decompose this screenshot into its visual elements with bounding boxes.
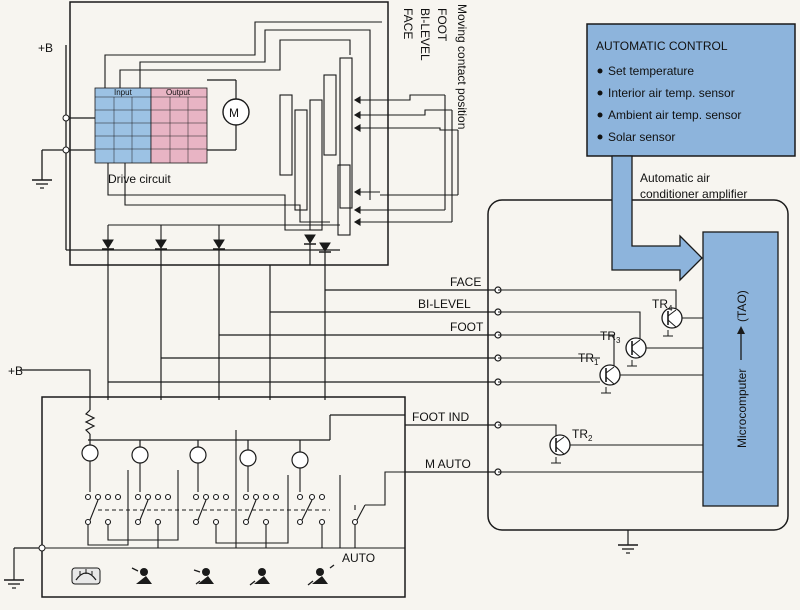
contact-label-foot: FOOT bbox=[435, 8, 449, 42]
contact-plate-6 bbox=[337, 164, 351, 236]
tao-arrow-icon bbox=[737, 326, 745, 360]
control-flow-arrow-icon bbox=[611, 155, 703, 282]
contact-plate-1 bbox=[339, 57, 353, 209]
contact-plate-4 bbox=[294, 109, 308, 211]
automatic-control-box bbox=[586, 23, 796, 157]
automatic-control-list: Set temperature Interior air temp. senso… bbox=[597, 64, 741, 144]
ground-icon-bottom bbox=[4, 579, 24, 589]
defrost-mode-icon[interactable] bbox=[71, 567, 101, 585]
ground-icon-top bbox=[32, 179, 52, 189]
transistor-tr3-icon bbox=[625, 337, 647, 359]
contact-plate-3 bbox=[309, 99, 323, 231]
supply-top-label: +B bbox=[38, 41, 53, 55]
signal-foot-ind-label: FOOT IND bbox=[412, 410, 469, 424]
bilevel-mode-icon[interactable] bbox=[193, 568, 214, 585]
control-item-set-temp: Set temperature bbox=[608, 64, 694, 78]
motor-icon: M bbox=[222, 98, 250, 126]
amplifier-label-1: Automatic air bbox=[640, 171, 710, 185]
microcomputer-box bbox=[702, 231, 779, 507]
tr1-label: TR1 bbox=[578, 351, 599, 367]
svg-text:M: M bbox=[229, 106, 239, 120]
tao-label: (TAO) bbox=[735, 290, 749, 322]
signal-face-label: FACE bbox=[450, 275, 481, 289]
signal-bilevel-label: BI-LEVEL bbox=[418, 297, 471, 311]
automatic-control-title: AUTOMATIC CONTROL bbox=[596, 39, 728, 53]
drive-circuit-caption: Drive circuit bbox=[108, 172, 171, 186]
auto-switch-label: AUTO bbox=[342, 551, 375, 565]
mode-switch-contacts bbox=[84, 461, 359, 526]
control-panel-box bbox=[41, 396, 406, 598]
amplifier-label-2: conditioner amplifier bbox=[640, 187, 747, 201]
tr3-label: TR3 bbox=[600, 329, 621, 345]
contact-plate-2 bbox=[323, 74, 337, 156]
control-item-solar-sensor: Solar sensor bbox=[608, 130, 675, 144]
servo-unit-box bbox=[69, 1, 389, 266]
foot-mode-icon[interactable] bbox=[249, 568, 270, 586]
amplifier-box bbox=[487, 199, 789, 531]
table-output-header: Output bbox=[166, 88, 191, 97]
contact-label-face: FACE bbox=[401, 8, 415, 39]
indicator-led-row bbox=[81, 414, 405, 469]
face-mode-icon[interactable] bbox=[131, 567, 152, 584]
transistor-tr2-icon bbox=[549, 434, 571, 456]
table-input-header: Input bbox=[114, 88, 133, 97]
control-item-ambient-sensor: Ambient air temp. sensor bbox=[608, 108, 741, 122]
ground-icon-amplifier bbox=[618, 544, 638, 554]
drive-circuit-table: Input Output bbox=[94, 87, 208, 164]
control-item-interior-sensor: Interior air temp. sensor bbox=[608, 86, 735, 100]
supply-left-label: +B bbox=[8, 364, 23, 378]
tr2-label: TR2 bbox=[572, 427, 593, 443]
transistor-tr1-icon bbox=[599, 364, 621, 386]
signal-foot-label: FOOT bbox=[450, 320, 484, 334]
microcomputer-label: Microcomputer bbox=[735, 369, 749, 448]
signal-m-auto-label: M AUTO bbox=[425, 457, 471, 471]
moving-contact-note: Moving contact position bbox=[455, 4, 469, 129]
tr4-label: TR4 bbox=[652, 297, 673, 313]
transistor-tr4-icon bbox=[661, 307, 683, 329]
foot-defrost-mode-icon[interactable] bbox=[307, 564, 335, 586]
contact-plate-5 bbox=[279, 94, 293, 176]
contact-label-bilevel: BI-LEVEL bbox=[418, 8, 432, 61]
